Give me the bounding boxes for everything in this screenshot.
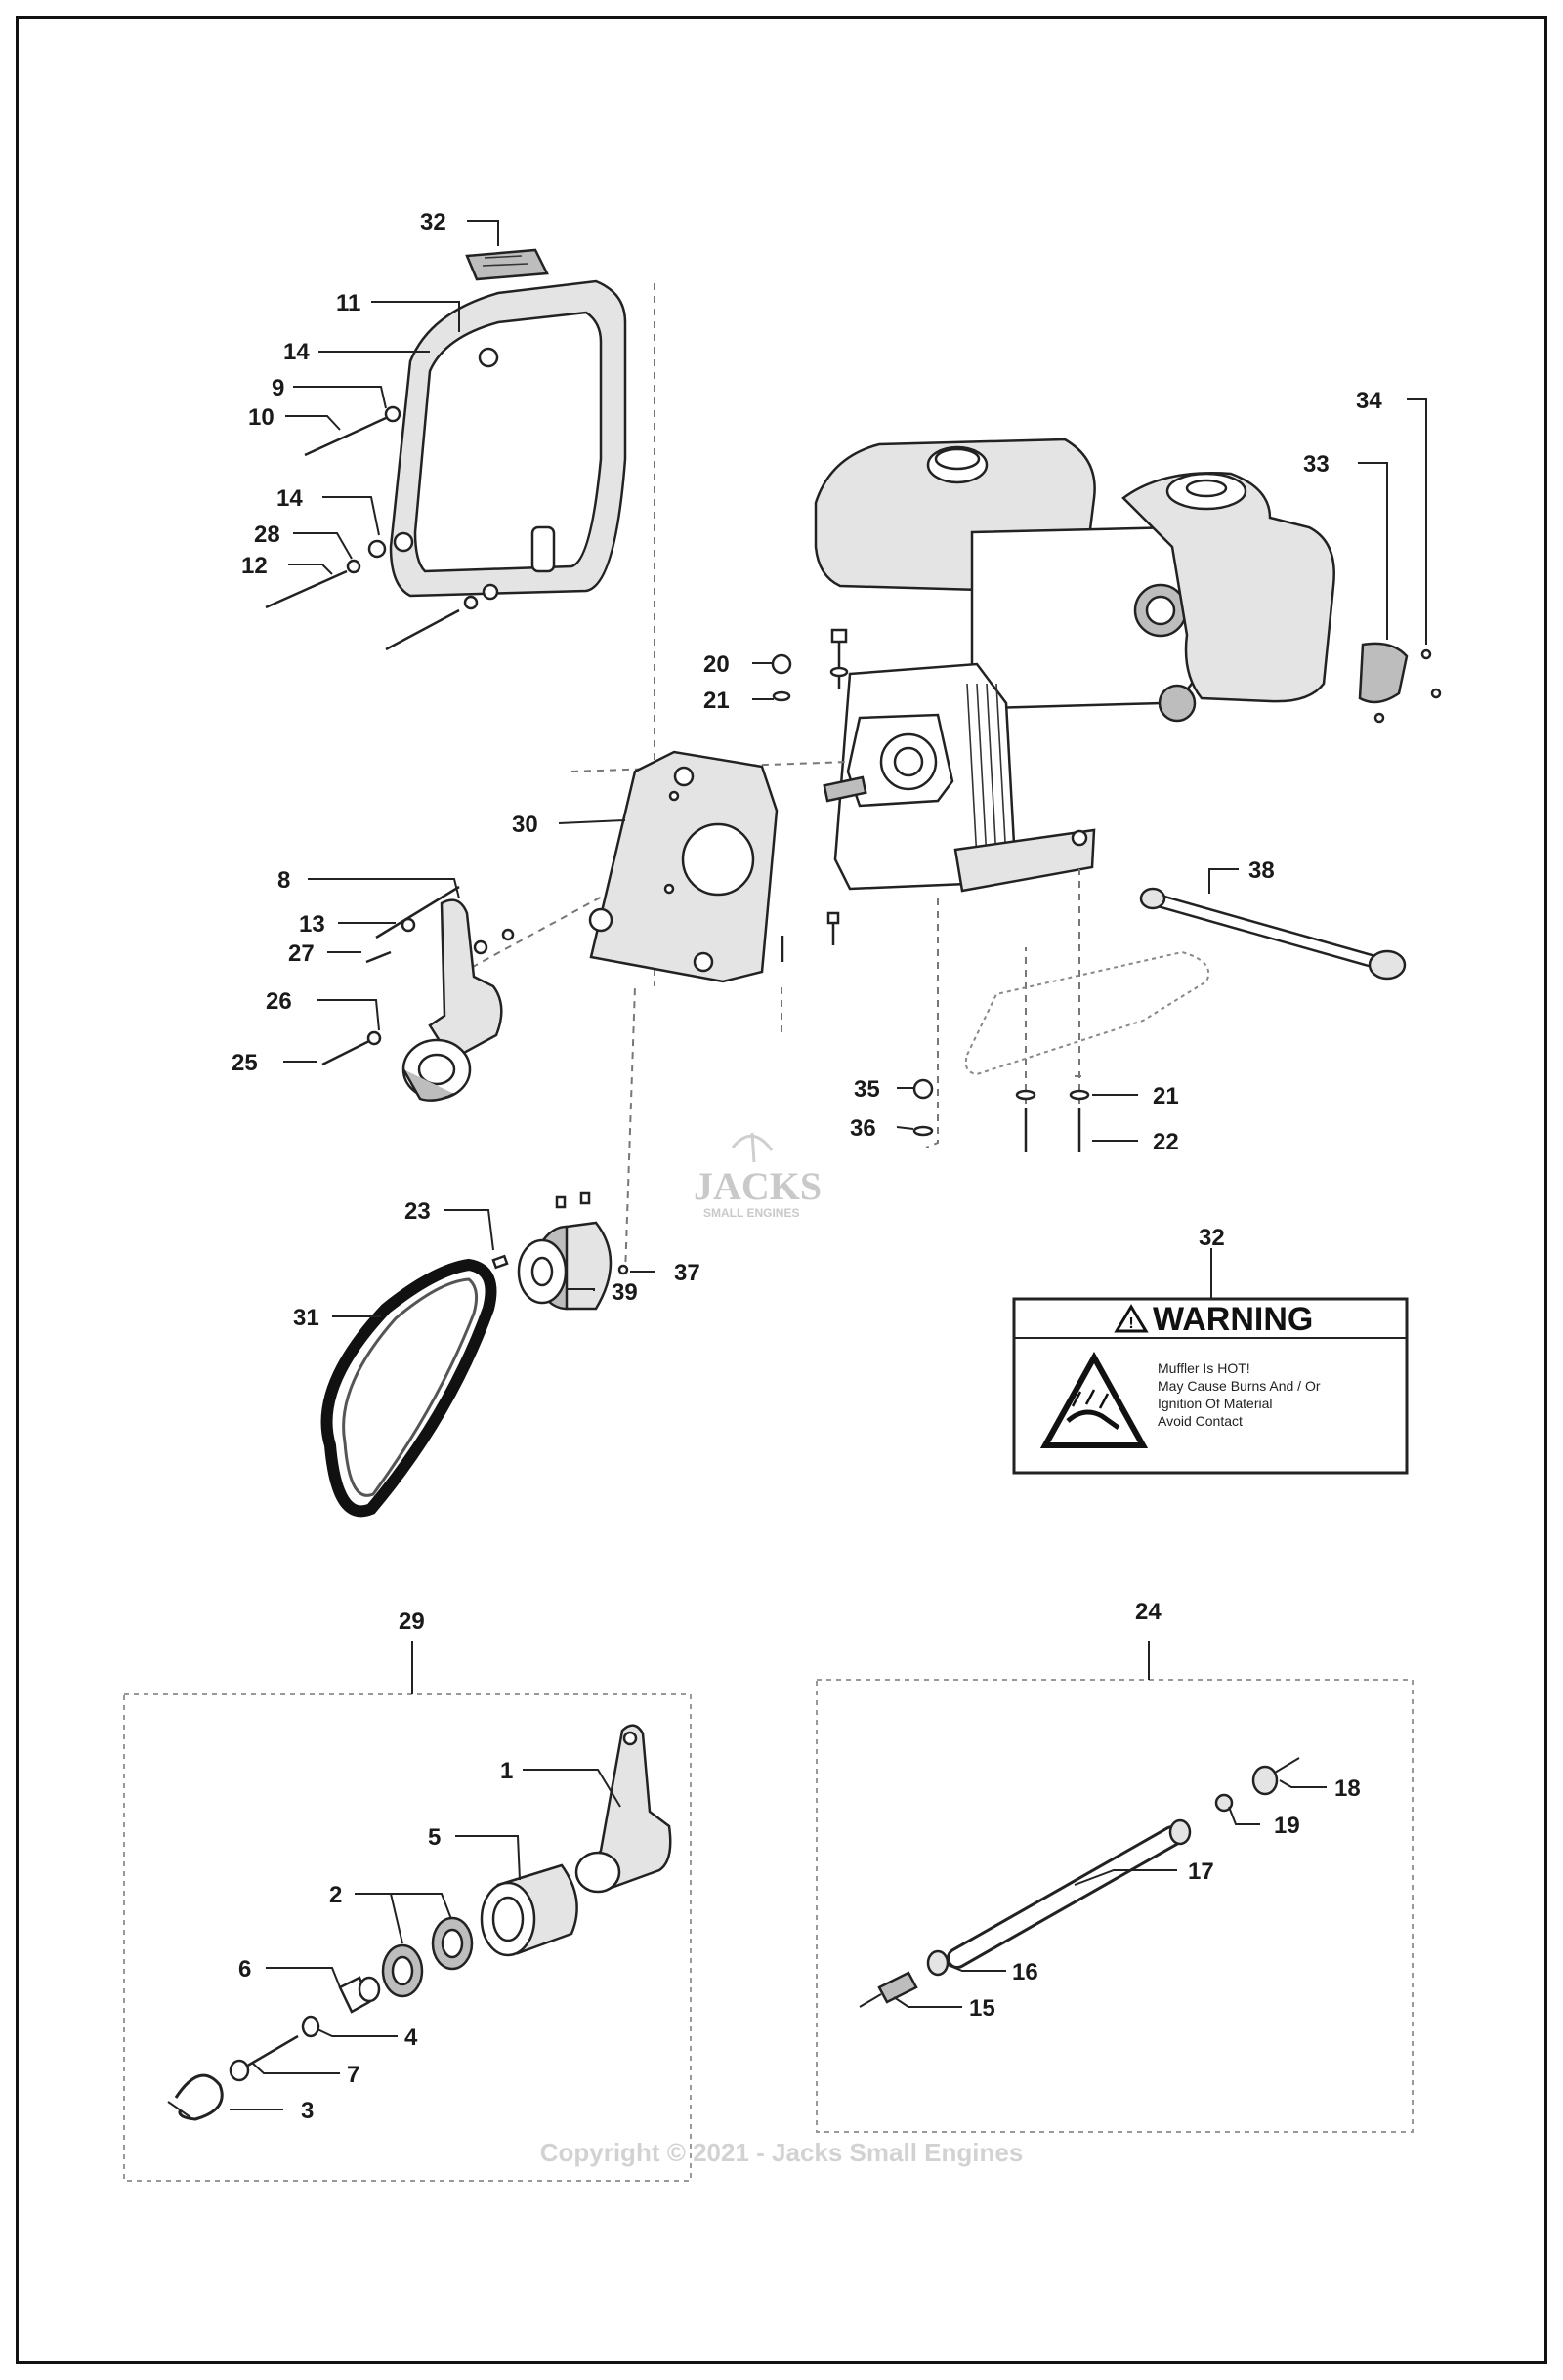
callout-1: 1 [500,1758,513,1784]
tensioner-bracket [321,885,515,1102]
callout-24: 24 [1135,1599,1162,1625]
copyright-watermark: Copyright © 2021 - Jacks Small Engines [540,2138,1024,2167]
callout-38: 38 [1248,857,1275,884]
warning-line-3: Ignition Of Material [1158,1396,1273,1411]
engine-hardware [771,628,849,962]
callout-17: 17 [1188,1858,1214,1885]
callout-21: 21 [703,688,730,714]
callout-13: 13 [299,911,325,938]
callout-7: 7 [347,2062,359,2088]
callout-12: 12 [241,553,268,579]
callout-8: 8 [277,867,290,894]
callout-32: 32 [1199,1225,1225,1251]
callout-21: 21 [1153,1083,1179,1109]
hot-surface-icon [1039,1351,1149,1448]
callout-28: 28 [254,522,280,548]
callout-39: 39 [612,1279,638,1306]
warning-title: WARNING [1153,1301,1313,1338]
callout-29: 29 [399,1608,425,1635]
warning-line-1: Muffler Is HOT! [1158,1360,1250,1376]
skid-hardware [912,1078,1090,1152]
callout-33: 33 [1303,451,1330,478]
callout-11: 11 [336,290,360,316]
guard-bolts [265,405,499,651]
skid-plate [964,950,1210,1076]
callout-20: 20 [703,651,730,678]
callout-2: 2 [329,1882,342,1908]
callout-18: 18 [1334,1775,1361,1802]
warning-line-4: Avoid Contact [1158,1413,1243,1429]
svg-text:!: ! [1128,1315,1133,1332]
drive-pulley [491,1191,629,1311]
callout-10: 10 [248,404,275,431]
leader-lines [283,220,1427,1317]
callout-36: 36 [850,1115,876,1142]
watermark-logo-sub: SMALL ENGINES [703,1206,799,1220]
callout-19: 19 [1274,1813,1300,1839]
callout-labels: 32 11 14 9 10 14 28 12 34 33 20 21 30 8 … [232,209,1382,2124]
callout-4: 4 [404,2025,418,2051]
belt-guard [389,279,627,598]
v-belt [320,1258,497,1518]
decal-32-top [465,248,549,281]
callout-23: 23 [404,1198,431,1225]
callout-35: 35 [854,1076,880,1103]
callout-3: 3 [301,2098,314,2124]
diagram-frame [16,16,1547,2364]
callout-31: 31 [293,1305,319,1331]
callout-22: 22 [1153,1129,1179,1155]
callout-6: 6 [238,1956,251,1983]
callout-14: 14 [276,485,303,512]
callout-34: 34 [1356,388,1382,414]
warning-decal: ! WARNING Muffler Is HOT! May Cause Burn… [1012,1297,1409,1475]
engine-assembly [814,438,1442,893]
callout-9: 9 [272,375,284,401]
callout-14: 14 [283,339,310,365]
callout-27: 27 [288,940,315,967]
callout-5: 5 [428,1824,441,1851]
exhaust-pipe [1139,887,1407,981]
kit-29-box [123,1641,692,2182]
warning-triangle-icon [1114,1304,1149,1333]
callout-26: 26 [266,988,292,1015]
mounting-plate [588,750,779,983]
callout-25: 25 [232,1050,258,1076]
callout-16: 16 [1012,1959,1038,1985]
kit-24-box [816,1641,1414,2133]
callout-37: 37 [674,1260,700,1286]
callout-32: 32 [420,209,446,235]
warning-line-2: May Cause Burns And / Or [1158,1378,1321,1394]
callout-15: 15 [969,1995,995,2022]
watermark-logo-text: JACKS [694,1164,822,1208]
callout-30: 30 [512,812,538,838]
jacks-watermark-logo: JACKS SMALL ENGINES [694,1132,822,1220]
